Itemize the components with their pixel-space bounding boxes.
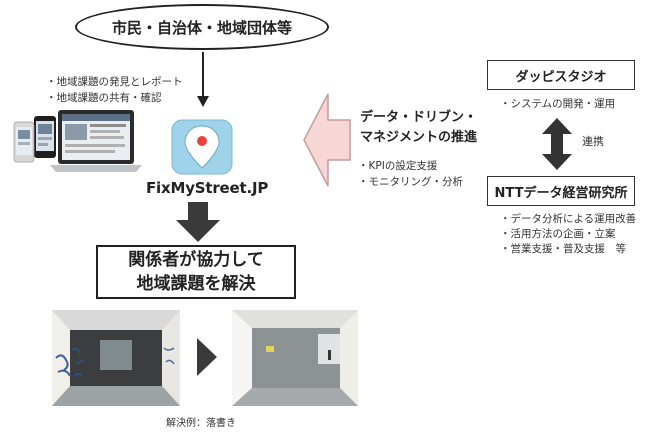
data-driven-title-1: データ・ドリブン・ xyxy=(360,110,478,125)
citizens-actor-ellipse: 市民・自治体・地域団体等 xyxy=(75,4,329,50)
double-arrow-partnership xyxy=(542,118,572,170)
data-driven-title-2: マネジメントの推進 xyxy=(360,130,478,145)
citizen-activity-item: 地域課題の共有・確認 xyxy=(46,90,183,106)
smartphone-icon xyxy=(34,116,56,158)
ntt-role-item: 活用方法の企画・立案 xyxy=(500,227,636,242)
dappy-studio-name: ダッピスタジオ xyxy=(515,69,607,85)
data-driven-support-list: KPIの設定支援 モニタリング・分析 xyxy=(358,158,464,190)
fixmystreet-app-icon xyxy=(171,119,233,175)
ntt-role-item: 営業支援・普及支援 等 xyxy=(500,242,636,257)
solve-line-1: 関係者が協力して xyxy=(128,250,264,270)
dappy-role-item: システムの開発・運用 xyxy=(500,96,616,112)
pink-left-arrow xyxy=(303,93,351,187)
dappy-role-list: システムの開発・運用 xyxy=(500,96,616,112)
partnership-label: 連携 xyxy=(582,135,604,148)
citizens-actor-label: 市民・自治体・地域団体等 xyxy=(111,18,292,37)
ntt-role-item: データ分析による運用改善 xyxy=(500,212,637,227)
before-photo-graffiti xyxy=(52,310,180,406)
app-logo-text: FixMyStreet.JP xyxy=(146,179,269,197)
laptop-icon xyxy=(50,110,142,172)
ntt-data-name: NTTデータ経営研究所 xyxy=(494,185,628,201)
citizen-activity-list: 地域課題の発見とレポート 地域課題の共有・確認 xyxy=(46,74,183,106)
support-item: モニタリング・分析 xyxy=(358,174,464,190)
big-down-arrow xyxy=(176,202,220,242)
ntt-data-box: NTTデータ経営研究所 xyxy=(487,176,635,206)
map-pin-icon xyxy=(184,125,220,169)
after-photo-clean xyxy=(232,310,358,406)
ntt-role-list: データ分析による運用改善 活用方法の企画・立案 営業支援・普及支援 等 xyxy=(500,212,637,257)
example-caption: 解決例：落書き xyxy=(166,418,236,429)
down-arrow-to-app xyxy=(197,52,209,107)
data-driven-block: データ・ドリブン・ マネジメントの推進 xyxy=(360,108,477,148)
chevron-right-icon xyxy=(197,338,217,376)
devices-illustration xyxy=(13,110,142,172)
dappy-studio-box: ダッピスタジオ xyxy=(487,60,635,90)
citizen-activity-item: 地域課題の発見とレポート xyxy=(46,74,183,90)
support-item: KPIの設定支援 xyxy=(358,158,463,174)
solve-issue-box: 関係者が協力して 地域課題を解決 xyxy=(96,245,296,299)
solve-line-2: 地域課題を解決 xyxy=(136,274,256,294)
